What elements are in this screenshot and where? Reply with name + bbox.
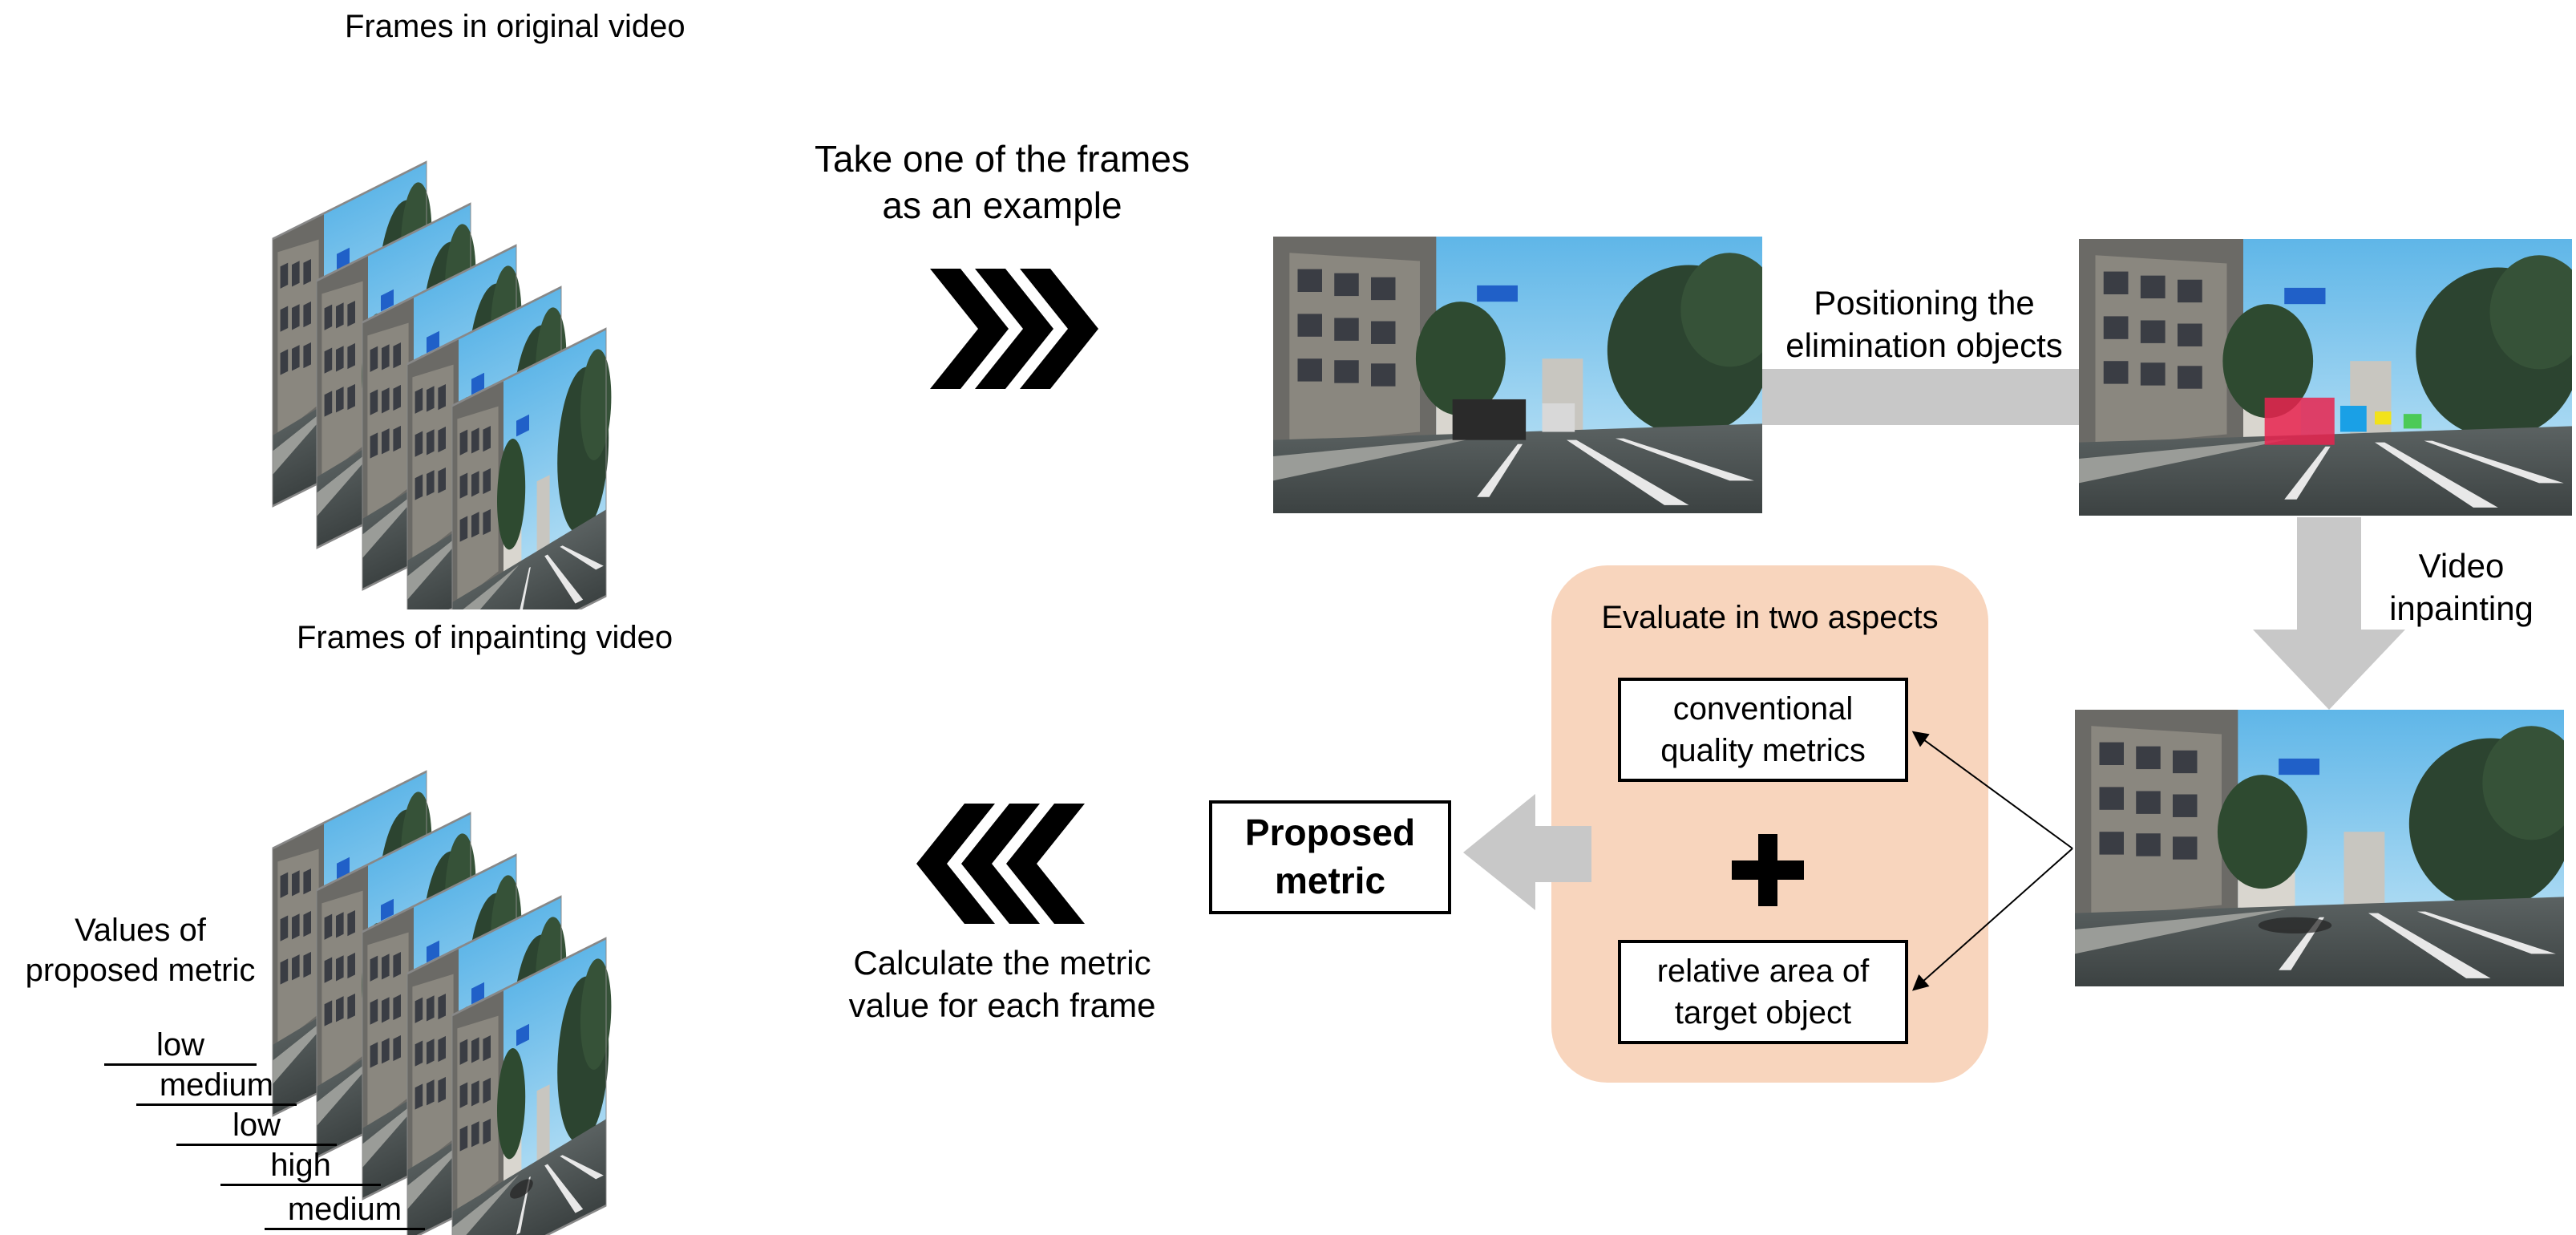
evaluate-label: Evaluate in two aspects [1601, 600, 1939, 635]
frames-original-label: Frames in original video [345, 9, 685, 44]
values-of-proposed-metric-label: Values of proposed metric [25, 913, 256, 988]
detected-objects-frame [2079, 239, 2572, 516]
positioning-label: Positioning the elimination objects [1785, 284, 2063, 364]
take-frame-label: Take one of the frames as an example [815, 138, 1190, 226]
evaluation-connector-arrows [1911, 731, 2073, 991]
metric-value-2: medium [136, 1067, 297, 1106]
original-frames-stack [272, 159, 612, 609]
plus-icon [1732, 834, 1804, 906]
to-proposed-metric-arrow [1463, 794, 1591, 910]
video-inpainting-label: Video inpainting [2389, 547, 2534, 627]
bbox-car [2264, 397, 2335, 445]
metric-value-5: medium [265, 1191, 425, 1230]
metric-value-1: low [104, 1026, 257, 1066]
metric-value-4: high [220, 1147, 381, 1186]
metric-value-3: low [176, 1107, 337, 1146]
inpainted-frame [2075, 710, 2564, 986]
inpainting-frames-stack [272, 768, 612, 1235]
frames-inpainting-label: Frames of inpainting video [297, 620, 673, 655]
video-inpainting-arrow [2253, 517, 2405, 710]
example-frame [1273, 237, 1762, 513]
triple-chevron-left-icon [916, 804, 1085, 924]
calculate-label: Calculate the metric value for each fram… [848, 944, 1156, 1024]
positioning-arrow [1762, 369, 2079, 425]
triple-chevron-right-icon [930, 269, 1098, 389]
